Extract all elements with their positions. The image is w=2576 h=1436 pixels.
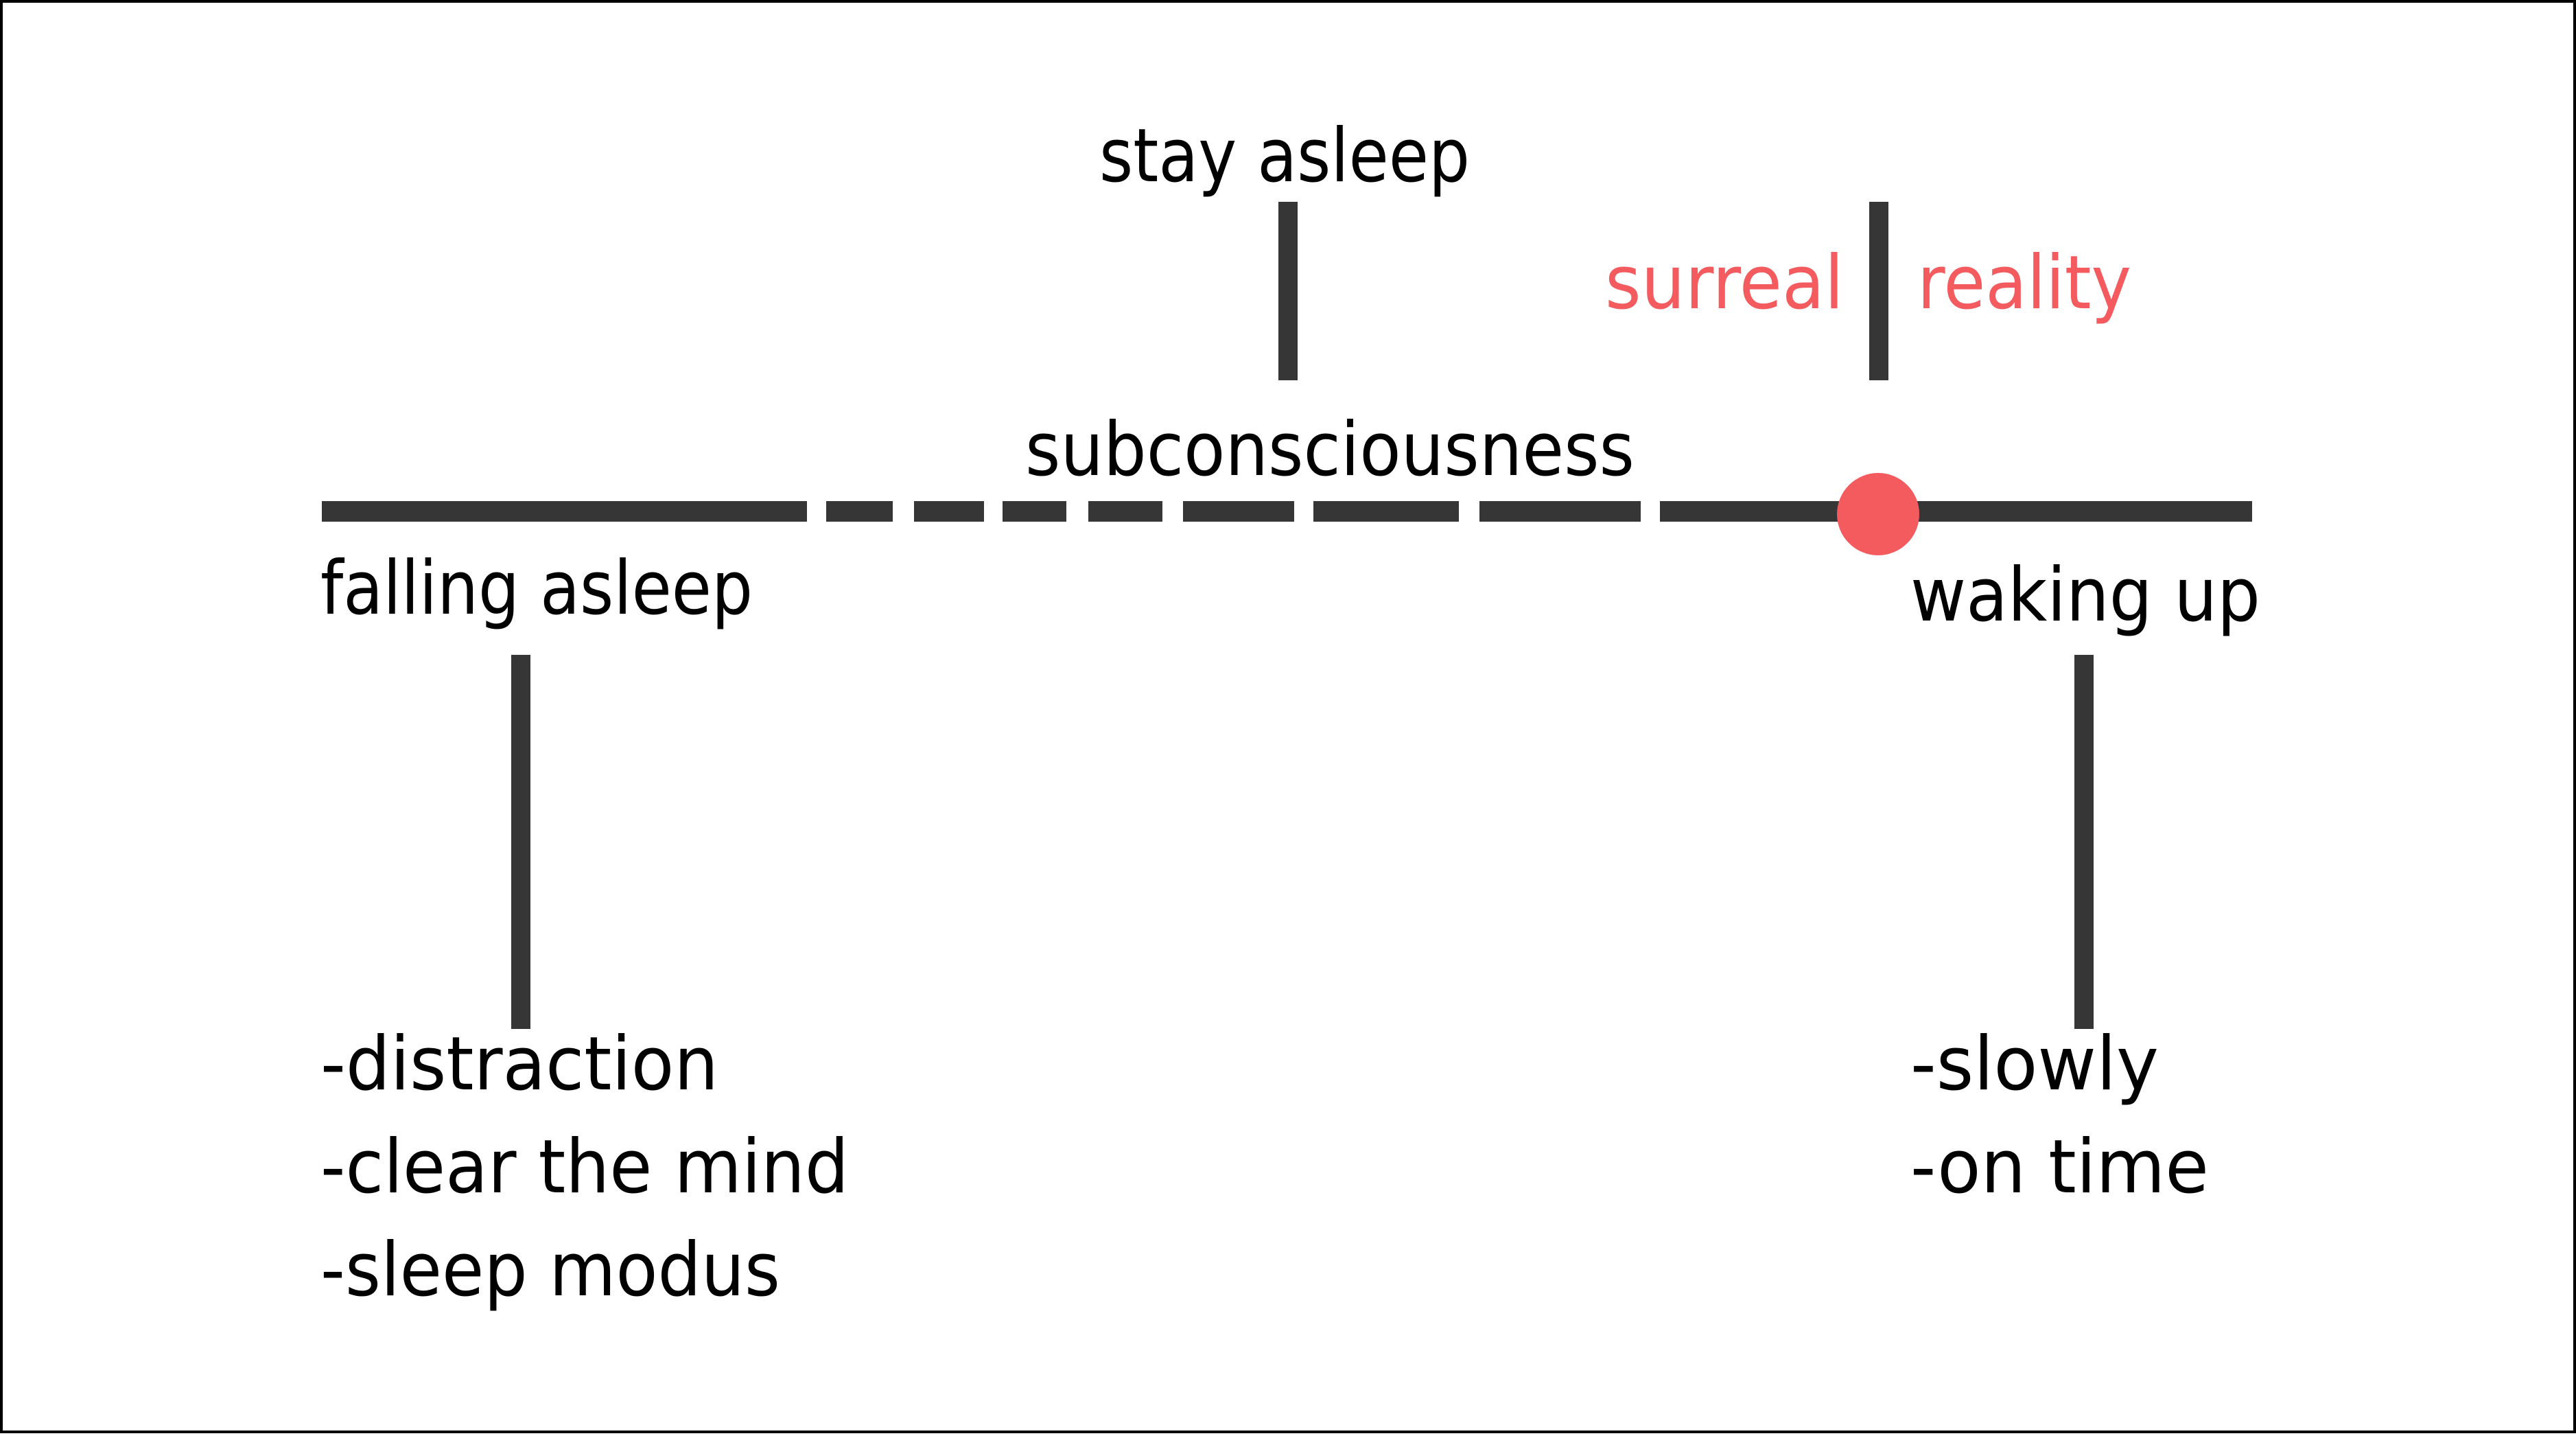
- reality-label: reality: [1917, 240, 2131, 326]
- note-item: -distraction: [320, 1021, 718, 1107]
- stay-asleep-label: stay asleep: [1099, 113, 1470, 199]
- note-item: -clear the mind: [320, 1124, 849, 1210]
- note-item: -sleep modus: [320, 1227, 780, 1313]
- waking-up-label: waking up: [1910, 553, 2260, 638]
- current-state-dot: [1837, 473, 1919, 555]
- note-item: -slowly: [1910, 1021, 2159, 1107]
- sleep-diagram: stay asleep surreal reality subconscious…: [320, 113, 2260, 1313]
- note-item: -on time: [1910, 1124, 2209, 1210]
- falling-asleep-label: falling asleep: [320, 546, 753, 632]
- surreal-label: surreal: [1605, 240, 1844, 326]
- subconsciousness-label: subconsciousness: [1025, 407, 1635, 493]
